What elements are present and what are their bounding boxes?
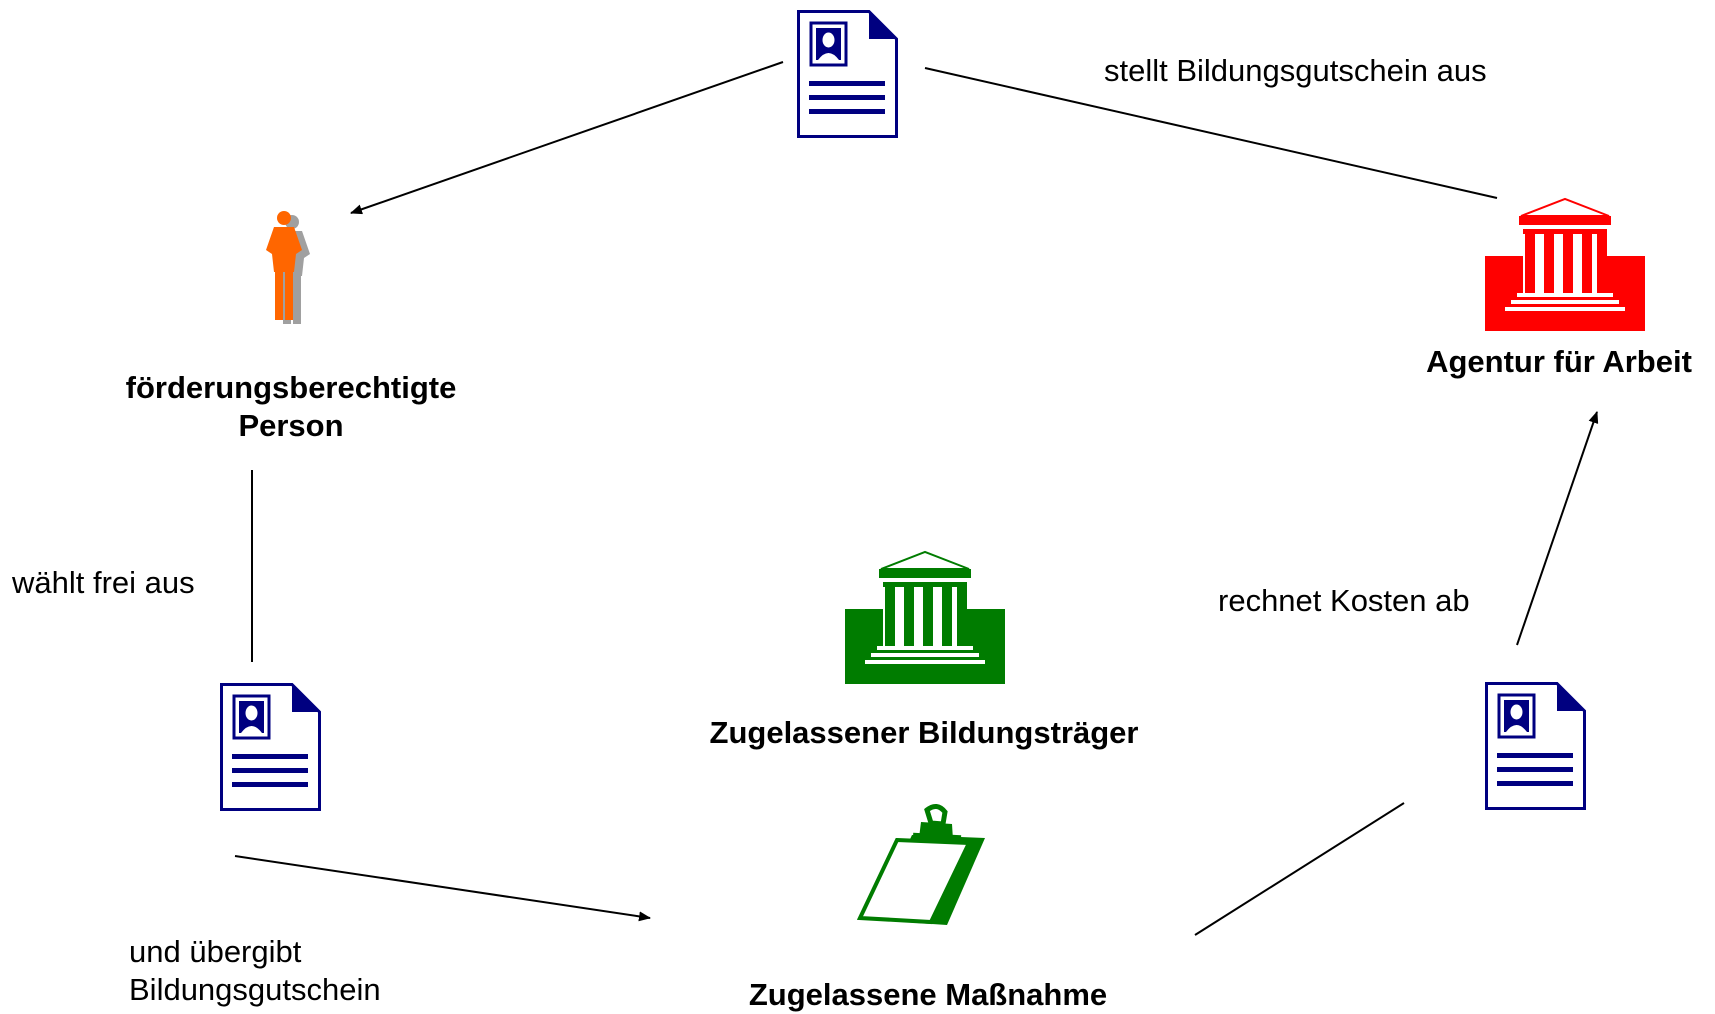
edge-label-hand-over: und übergibt Bildungsgutschein: [129, 933, 381, 1009]
node-label-person-line1: förderungsberechtigte: [125, 370, 457, 405]
edge-label-issue-voucher: stellt Bildungsgutschein aus: [1104, 53, 1487, 88]
edge-label-hand-over-line2: Bildungsgutschein: [129, 972, 381, 1007]
node-label-agency: Agentur für Arbeit: [1426, 344, 1692, 379]
edge-left-voucher-to-measure: [234, 855, 651, 922]
clipboard-icon: [857, 800, 997, 930]
building-icon: [1485, 196, 1645, 331]
node-label-measure: Zugelassene Maßnahme: [748, 977, 1108, 1012]
node-label-training-provider: Zugelassener Bildungsträger: [709, 715, 1139, 750]
edge-label-choose-freely: wählt frei aus: [12, 565, 195, 600]
edge-label-hand-over-line1: und übergibt: [129, 934, 302, 969]
document-portrait-icon: [797, 10, 898, 138]
edge-label-settle-costs: rechnet Kosten ab: [1218, 583, 1470, 618]
edge-voucher-to-person: [350, 61, 784, 215]
document-portrait-icon: [220, 683, 321, 811]
building-icon: [845, 549, 1005, 684]
node-label-person: förderungsberechtigte Person: [126, 369, 457, 445]
edge-measure-to-right-voucher: [1194, 802, 1405, 936]
edge-right-voucher-to-agency: [1516, 411, 1599, 646]
edge-agency-to-voucher: [924, 67, 1498, 199]
person-icon: [258, 210, 328, 328]
node-label-person-line2: Person: [238, 408, 344, 443]
document-portrait-icon: [1485, 682, 1586, 810]
